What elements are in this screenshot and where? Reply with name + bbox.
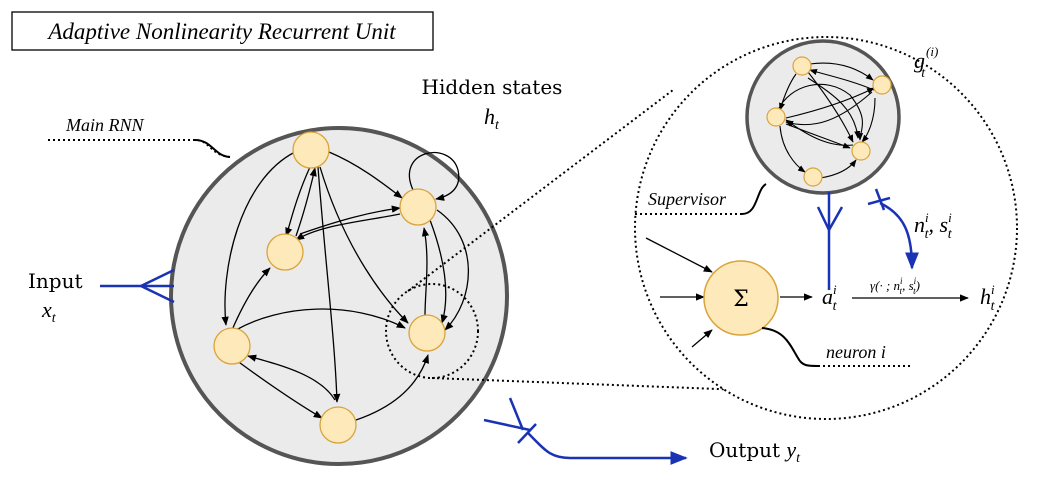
output-symbol-y: y [784, 437, 796, 462]
input-symbol-x: x [41, 297, 52, 322]
hidden-states-label: Hidden states [422, 75, 563, 99]
main-rnn-nodes [213, 131, 446, 444]
main-rnn-leader-dotted [48, 139, 231, 158]
output-word: Output [709, 438, 780, 462]
hidden-state-symbol: ht [484, 104, 500, 133]
output-arrow [526, 431, 688, 465]
neuron-output-sup: i [991, 282, 995, 297]
neuron-leader-solid [761, 327, 819, 367]
hidden-symbol-h: h [484, 104, 495, 129]
gamma-n-sup: i [900, 276, 903, 286]
neuron-output-sub: t [991, 299, 996, 314]
input-fork [140, 268, 175, 304]
main-rnn-label: Main RNN [65, 115, 144, 135]
activation-sub: t [833, 299, 838, 314]
node-3 [399, 188, 437, 226]
sup-node-2 [872, 75, 892, 95]
hidden-symbol-sub: t [495, 118, 500, 133]
supervisor-symbol-sup: (i) [926, 44, 938, 59]
sup-output-arrow [879, 201, 919, 270]
node-4 [213, 327, 251, 365]
input-label: Input [28, 269, 83, 293]
noise-s-sup: i [948, 210, 952, 225]
noise-n-sub: t [925, 227, 930, 242]
supervisor-nodes [766, 56, 892, 187]
supervisor-symbol: g(i)t [914, 44, 938, 81]
zoom-line-bottom [431, 377, 745, 391]
supervisor-output-fork [867, 188, 919, 270]
supervisor-leader-solid [741, 183, 767, 215]
noise-n-sup: i [925, 210, 929, 225]
neuron-label: neuron i [826, 342, 886, 362]
node-6 [319, 406, 357, 444]
output-label: Output yt [709, 437, 801, 466]
node-1 [292, 131, 330, 169]
supervisor-symbol-g: g [914, 48, 925, 73]
noise-s-sub: t [948, 227, 953, 242]
supervisor-label-group: Supervisor [635, 183, 767, 215]
sup-node-5 [803, 167, 823, 187]
main-rnn-leader-solid [194, 139, 231, 158]
activation-sup: i [833, 282, 837, 297]
output-group: Output yt [483, 397, 801, 466]
gamma-s-sub: t [913, 286, 916, 296]
neuron-input-arrows [645, 237, 713, 348]
sum-symbol: Σ [733, 287, 749, 312]
input-symbol: xt [41, 297, 57, 326]
zoom-line-top [407, 89, 674, 292]
node-2 [266, 233, 304, 271]
noise-n: n [914, 212, 925, 237]
main-rnn-label-group: Main RNN [48, 115, 231, 158]
zoom-source-circle [385, 283, 479, 379]
gamma-text: γ(· ; n [870, 278, 900, 293]
input-symbol-sub: t [52, 311, 57, 326]
gamma-s: s [909, 278, 914, 293]
output-symbol-sub: t [796, 451, 801, 466]
neuron-sum-node [703, 260, 779, 336]
sup-output-bar [867, 196, 891, 206]
title-box: Adaptive Nonlinearity Recurrent Unit [11, 11, 434, 51]
supervisor-symbol-sub: t [921, 66, 926, 81]
sup-node-3 [766, 107, 786, 127]
main-rnn-edges [221, 151, 469, 421]
gamma-n-sub: t [900, 286, 903, 296]
input-group: Input xt [28, 268, 175, 326]
activation-a: a [822, 284, 833, 309]
diagram-title: Adaptive Nonlinearity Recurrent Unit [46, 19, 396, 44]
neuron-label-group: neuron i [761, 327, 910, 367]
sup-input-prongs [816, 192, 844, 231]
sup-node-4 [851, 141, 871, 161]
output-fork-b [508, 397, 525, 431]
title-frame [11, 11, 434, 51]
noise-s: s [940, 212, 949, 237]
supervisor-edges [777, 62, 876, 179]
supervisor-label: Supervisor [648, 189, 727, 209]
supervisor-input-fork [816, 192, 844, 290]
sup-output-prong [874, 188, 886, 211]
gamma-s-sup: i [914, 276, 917, 286]
sup-node-1 [792, 56, 812, 76]
node-5 [408, 314, 446, 352]
neuron-output-h: h [980, 284, 991, 309]
